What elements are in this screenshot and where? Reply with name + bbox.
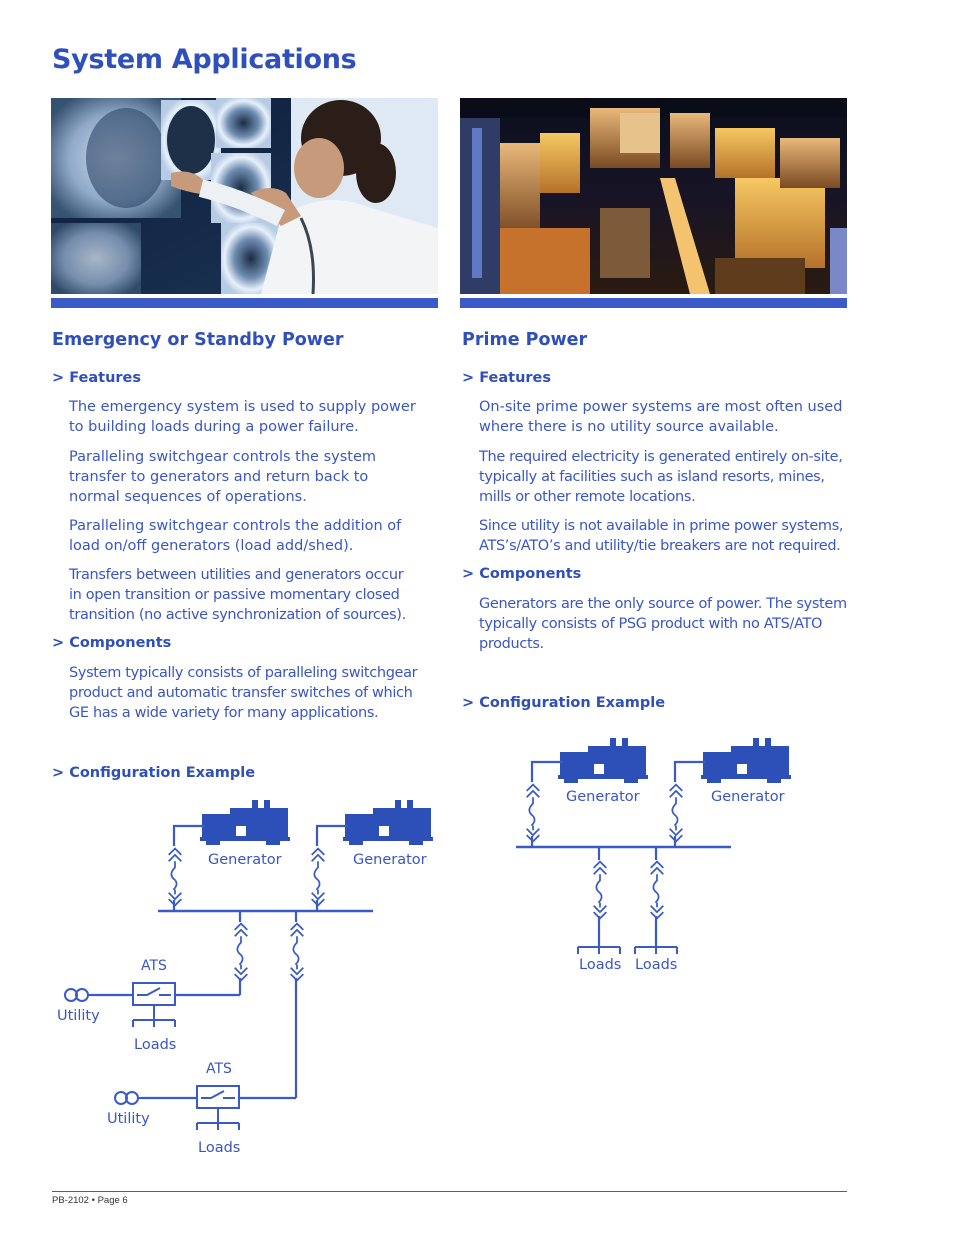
text-line: mills or other remote locations.	[479, 489, 696, 505]
page-footer: PB-2102 • Page 6	[52, 1195, 128, 1206]
left-components-label: > Components	[52, 635, 172, 651]
text-line: where there is no utility source availab…	[479, 419, 779, 435]
text-line: The emergency system is used to supply p…	[69, 399, 416, 415]
photo-accent-bar	[460, 298, 847, 308]
city-photo-illustration	[460, 98, 847, 294]
generator-2-label: Generator	[353, 852, 427, 868]
left-features-para-4: Transfers between utilities and generato…	[69, 565, 441, 625]
text-line: ATS’s/ATO’s and utility/tie breakers are…	[479, 538, 841, 554]
photo-accent-bar	[51, 298, 438, 308]
text-line: products.	[479, 636, 544, 652]
text-line: normal sequences of operations.	[69, 489, 307, 505]
utility-2-label: Utility	[107, 1111, 150, 1127]
left-features-para-1: The emergency system is used to supply p…	[69, 397, 441, 437]
text-line: GE has a wide variety for many applicati…	[69, 705, 379, 721]
text-line: System typically consists of paralleling…	[69, 665, 418, 681]
generator-1: Generator	[167, 800, 290, 911]
right-features-para-2: The required electricity is generated en…	[479, 447, 851, 507]
text-line: product and automatic transfer switches …	[69, 685, 413, 701]
prime-generator-2: Generator	[668, 738, 791, 847]
loads-1-label: Loads	[134, 1037, 176, 1053]
photo-medical	[51, 98, 438, 308]
prime-power-heading: Prime Power	[462, 330, 588, 350]
text-line: transfer to generators and return back t…	[69, 469, 369, 485]
prime-loads-2-label: Loads	[635, 957, 677, 973]
text-line: in open transition or passive momentary …	[69, 587, 400, 603]
prime-generator-1-label: Generator	[566, 789, 640, 805]
text-line: Paralleling switchgear controls the syst…	[69, 449, 376, 465]
standby-config-diagram: Generator Generator ATS Utility Loads AT…	[57, 800, 433, 1156]
photo-city	[460, 98, 847, 308]
text-line: to building loads during a power failure…	[69, 419, 359, 435]
text-line: Transfers between utilities and generato…	[69, 567, 404, 583]
left-config-label: > Configuration Example	[52, 765, 256, 781]
prime-loads-1-label: Loads	[579, 957, 621, 973]
prime-load-1: Loads	[577, 847, 621, 973]
right-features-para-1: On-site prime power systems are most oft…	[479, 397, 851, 437]
utility-1-label: Utility	[57, 1008, 100, 1024]
text-line: On-site prime power systems are most oft…	[479, 399, 843, 415]
page-title: System Applications	[52, 44, 357, 75]
prime-generator-1: Generator	[525, 738, 648, 847]
left-features-para-2: Paralleling switchgear controls the syst…	[69, 447, 441, 507]
generator-2: Generator	[310, 800, 433, 911]
emergency-heading: Emergency or Standby Power	[52, 330, 344, 350]
prime-load-2: Loads	[634, 847, 678, 973]
text-line: Generators are the only source of power.…	[479, 596, 847, 612]
text-line: Paralleling switchgear controls the addi…	[69, 518, 402, 534]
left-features-label: > Features	[52, 370, 142, 386]
right-features-para-3: Since utility is not available in prime …	[479, 516, 851, 556]
footer-rule	[52, 1191, 847, 1192]
text-line: typically consists of PSG product with n…	[479, 616, 823, 632]
right-components-label: > Components	[462, 566, 582, 582]
text-line: Since utility is not available in prime …	[479, 518, 844, 534]
ats-1: ATS Utility Loads	[57, 958, 240, 1053]
text-line: load on/off generators (load add/shed).	[69, 538, 354, 554]
text-line: transition (no active synchronization of…	[69, 607, 406, 623]
ats-1-label: ATS	[141, 958, 167, 974]
loads-2-label: Loads	[198, 1140, 240, 1156]
prime-config-diagram: Generator Generator Loads Loads	[516, 738, 791, 973]
medical-photo-illustration	[51, 98, 438, 295]
ats-2-label: ATS	[206, 1061, 232, 1077]
text-line: typically at facilities such as island r…	[479, 469, 825, 485]
right-components-para: Generators are the only source of power.…	[479, 594, 851, 654]
right-features-label: > Features	[462, 370, 552, 386]
generator-1-label: Generator	[208, 852, 282, 868]
prime-generator-2-label: Generator	[711, 789, 785, 805]
left-features-para-3: Paralleling switchgear controls the addi…	[69, 516, 441, 556]
right-config-label: > Configuration Example	[462, 695, 666, 711]
text-line: The required electricity is generated en…	[479, 449, 843, 465]
left-components-para: System typically consists of paralleling…	[69, 663, 441, 723]
ats-2: ATS Utility Loads	[107, 1061, 296, 1156]
